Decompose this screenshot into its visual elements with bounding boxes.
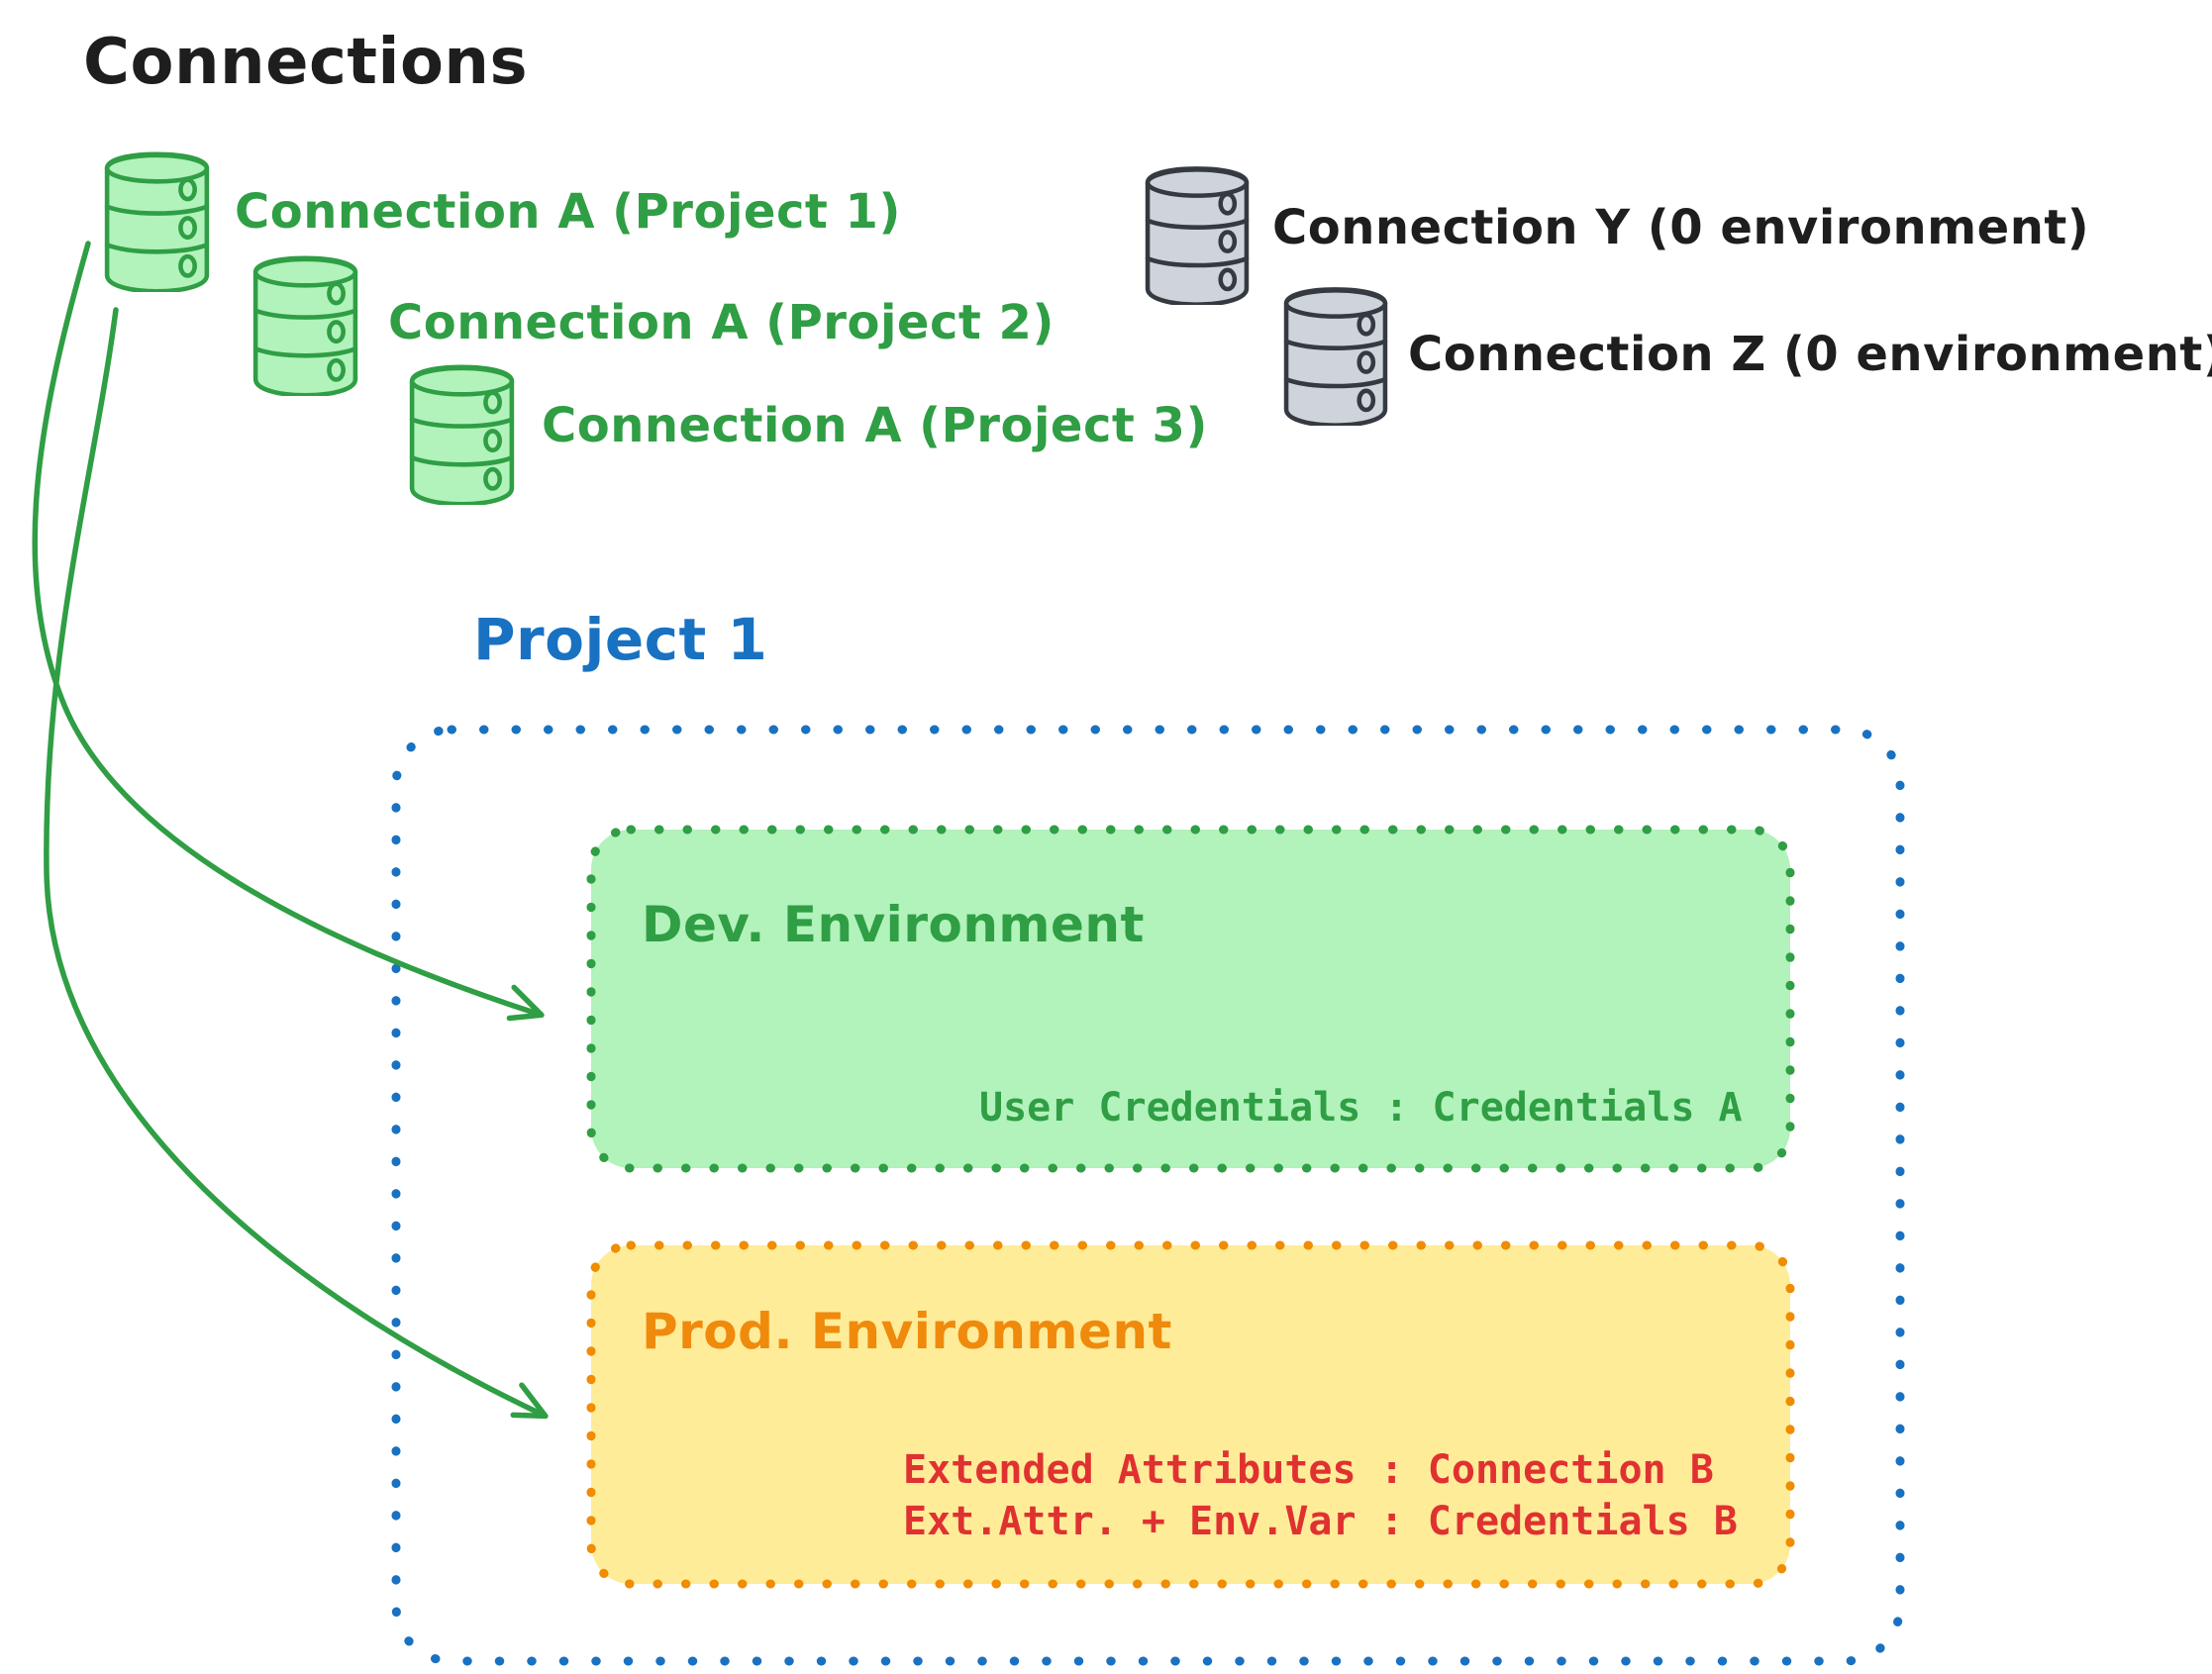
prod-environment-label: Prod. Environment bbox=[642, 1303, 1172, 1360]
project-1-title: Project 1 bbox=[473, 606, 768, 673]
connection-y-label: Connection Y (0 environment) bbox=[1272, 200, 2090, 255]
prod-attributes-mapping-1: Extended Attributes : Connection B bbox=[903, 1447, 1714, 1493]
database-icon-connection-a-project-3 bbox=[406, 364, 518, 505]
database-icon-connection-a-project-2 bbox=[250, 255, 361, 396]
database-icon-connection-a-project-1 bbox=[101, 151, 213, 292]
connection-a-project-2-label: Connection A (Project 2) bbox=[388, 295, 1055, 350]
database-icon-connection-z bbox=[1280, 287, 1391, 426]
dev-environment-label: Dev. Environment bbox=[642, 896, 1145, 953]
prod-mappings: Extended Attributes : Connection B Ext.A… bbox=[903, 1444, 1738, 1547]
dev-environment-box bbox=[586, 825, 1795, 1173]
connections-title: Connections bbox=[83, 26, 529, 99]
connection-z-label: Connection Z (0 environment) bbox=[1408, 327, 2212, 382]
connection-a-project-3-label: Connection A (Project 3) bbox=[542, 398, 1208, 453]
connection-a-project-1-label: Connection A (Project 1) bbox=[235, 184, 901, 240]
dev-credentials-mapping: User Credentials : Credentials A bbox=[979, 1085, 1743, 1131]
database-icon-connection-y bbox=[1142, 166, 1253, 305]
prod-environment-box bbox=[586, 1240, 1795, 1589]
prod-attributes-mapping-2: Ext.Attr. + Env.Var : Credentials B bbox=[903, 1499, 1738, 1544]
